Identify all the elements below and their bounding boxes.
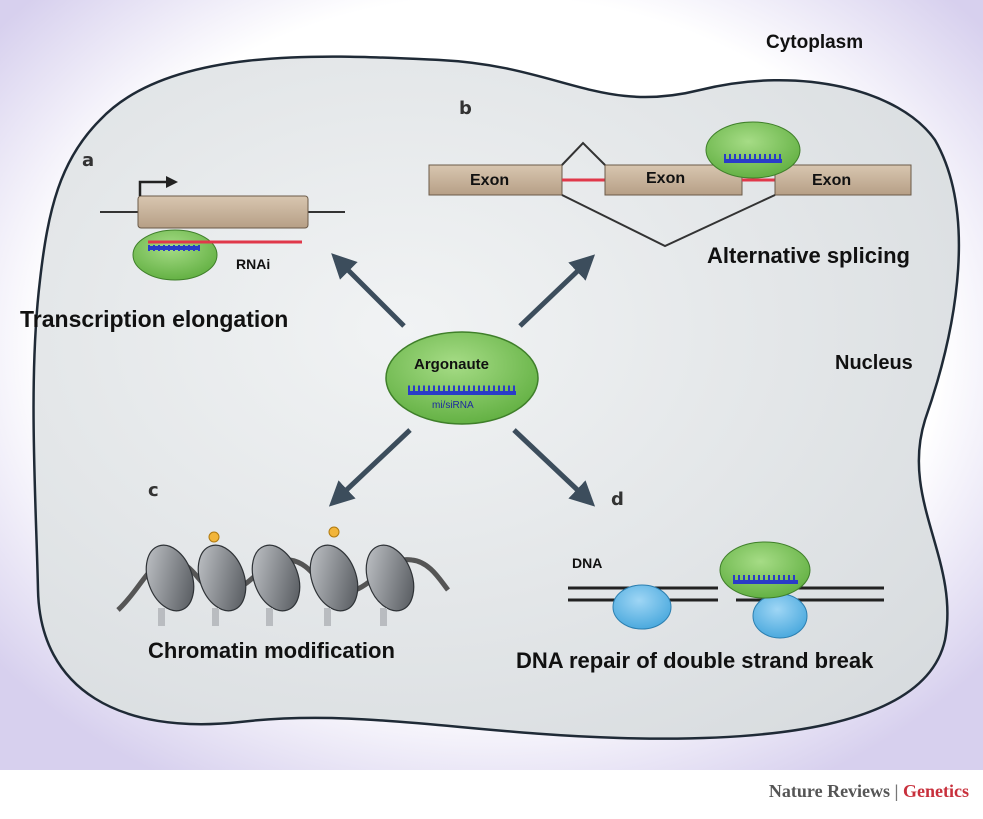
journal-name: Nature Reviews — [768, 781, 891, 801]
dna-label: DNA — [572, 555, 603, 571]
rnai-label: RNAi — [236, 256, 271, 272]
exon-1-label: Exon — [470, 172, 510, 189]
alternative-splicing-title: Alternative splicing — [707, 243, 910, 268]
mi-sirna-label: mi/siRNA — [432, 400, 474, 411]
argonaute-label: Argonaute — [414, 356, 489, 373]
panel-d-letter: d — [611, 489, 624, 510]
dna-repair-title: DNA repair of double strand break — [516, 648, 874, 673]
exon-2-label: Exon — [646, 170, 686, 187]
nucleus-label: Nucleus — [835, 352, 913, 374]
panel-d-graphic — [568, 541, 884, 639]
transcription-elongation-title: Transcription elongation — [20, 306, 289, 332]
panel-c-graphic — [116, 526, 450, 626]
pathway-arrows — [328, 253, 596, 507]
panel-b-letter: b — [459, 98, 472, 119]
panel-a-letter: a — [82, 150, 95, 171]
journal-section: Genetics — [903, 781, 969, 801]
chromatin-modification-title: Chromatin modification — [148, 638, 395, 663]
journal-credit: Nature Reviews | Genetics — [769, 781, 969, 802]
credit-separator: | — [894, 781, 899, 801]
panel-b-graphic — [428, 121, 912, 248]
panel-c-letter: c — [148, 480, 159, 501]
panel-a-graphic — [100, 176, 345, 281]
cytoplasm-label: Cytoplasm — [766, 32, 864, 53]
argonaute-complex — [385, 331, 539, 425]
exon-3-label: Exon — [812, 172, 852, 189]
